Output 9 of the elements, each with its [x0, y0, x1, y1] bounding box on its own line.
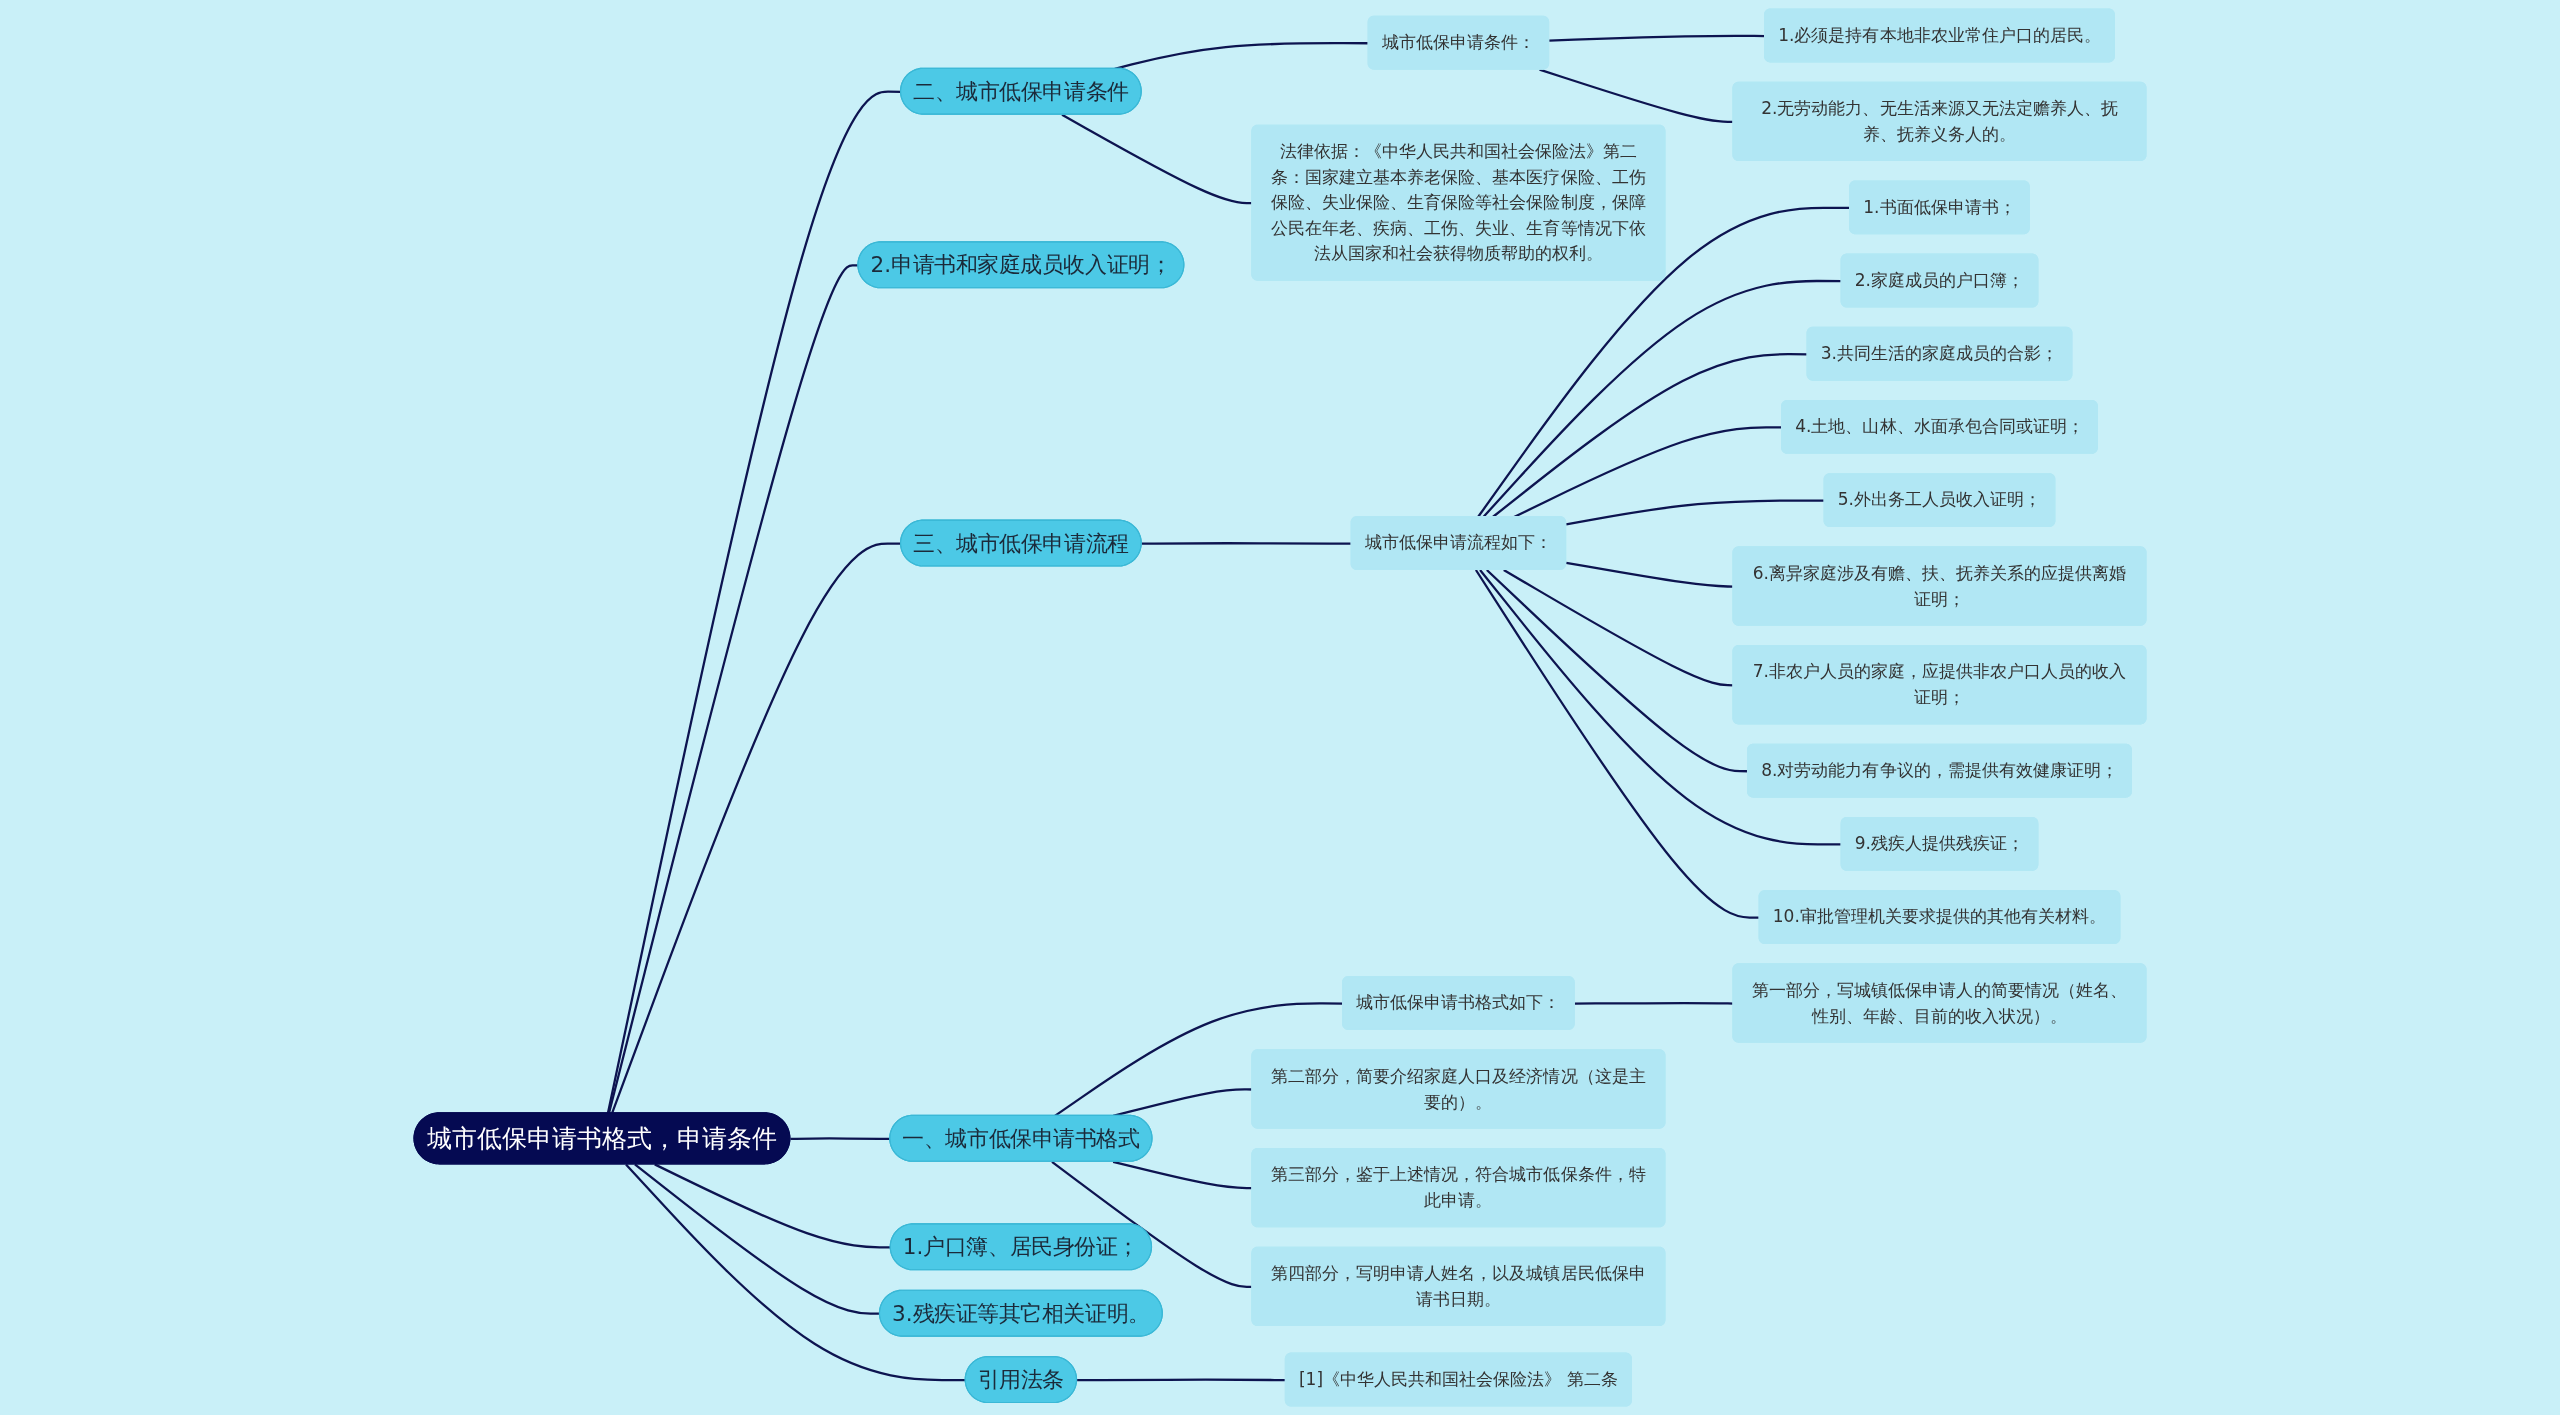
connector: [1482, 279, 1842, 518]
connector: [1077, 1378, 1286, 1382]
connector: [1141, 542, 1352, 545]
connector: [1479, 569, 1842, 846]
connector: [1566, 499, 1825, 526]
connector: [625, 1163, 966, 1382]
connector: [1474, 569, 1760, 919]
connector: [654, 1163, 891, 1249]
connector: [1114, 42, 1369, 70]
